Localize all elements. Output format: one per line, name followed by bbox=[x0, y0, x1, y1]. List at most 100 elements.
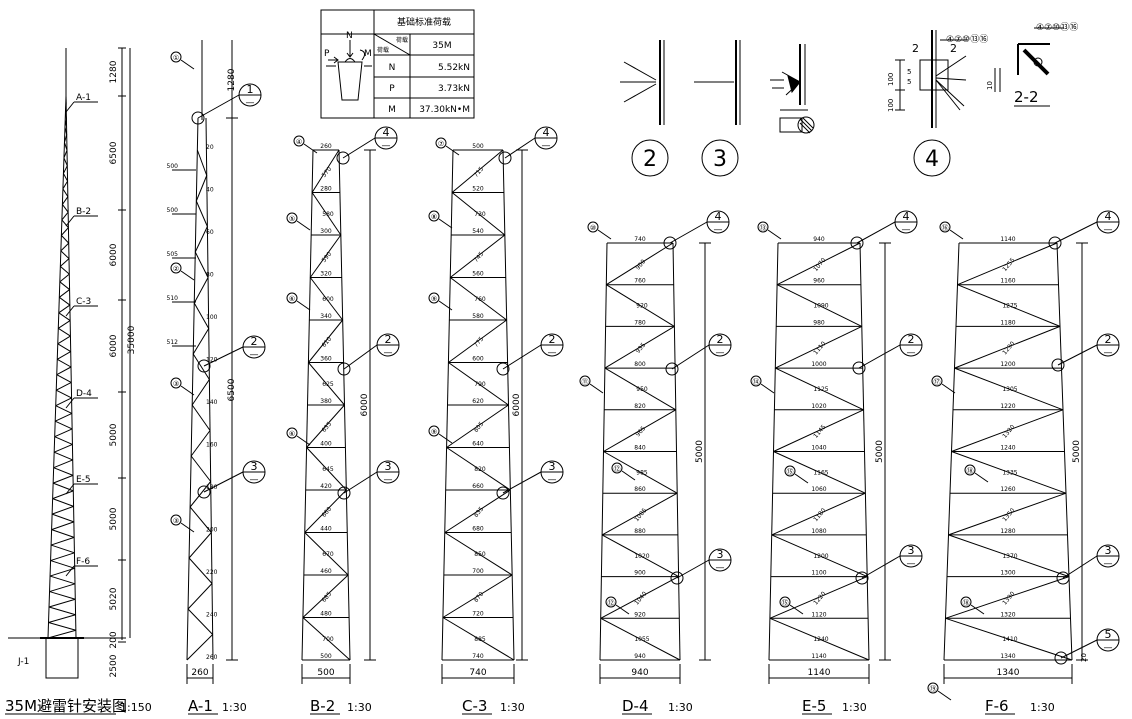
diagonal-member bbox=[446, 404, 509, 448]
part-tag-circle bbox=[293, 135, 305, 147]
part-tag-circle bbox=[170, 377, 182, 389]
detail-marker: 4— bbox=[894, 210, 918, 235]
a1-lacing bbox=[188, 532, 212, 559]
a1-right-chord bbox=[205, 117, 214, 661]
detail-marker-number: 2 bbox=[385, 333, 392, 346]
part-tag-leader bbox=[615, 604, 630, 615]
part-tag-number: ⑫ bbox=[614, 465, 621, 473]
detail-3-sketch: 3 bbox=[694, 40, 741, 177]
a1-lacing bbox=[195, 175, 208, 202]
width-label: 440 bbox=[320, 526, 332, 533]
overview-lacing bbox=[64, 119, 67, 128]
diagonal-member bbox=[601, 492, 678, 536]
overview-total-dim: 35000 bbox=[127, 325, 137, 354]
detail-marker-number: 3 bbox=[251, 460, 258, 473]
detail-marker: 1— bbox=[238, 83, 262, 108]
part-tag-circle bbox=[757, 221, 769, 233]
overview-lacing bbox=[49, 567, 75, 577]
part-tag-circle bbox=[927, 682, 939, 694]
elevation-panel-b-2: 2602803003203403603804004204404604805005… bbox=[286, 126, 400, 715]
part-tag-number: ⑫ bbox=[608, 599, 615, 607]
detail-marker-dash: — bbox=[907, 559, 916, 569]
overview-section-label: A-1 bbox=[76, 93, 91, 103]
part-tag: ⑰ bbox=[931, 375, 943, 387]
part-tag-number: ⑰ bbox=[934, 378, 941, 386]
width-label: 1320 bbox=[1000, 611, 1015, 618]
f6-small-dim: 20 bbox=[1080, 653, 1088, 662]
overview-lacing bbox=[59, 289, 70, 298]
diagonal-member bbox=[948, 492, 1067, 536]
detail-marker: 4— bbox=[706, 210, 730, 235]
overview-section-label: B-2 bbox=[76, 207, 91, 217]
overview-lacing bbox=[63, 142, 68, 151]
part-tag: ① bbox=[170, 51, 182, 63]
a1-lacing bbox=[189, 506, 212, 533]
overview-lacing bbox=[48, 606, 76, 616]
diagonal-label: 920 bbox=[636, 303, 648, 310]
a1-lacing bbox=[187, 608, 214, 635]
marker-leader bbox=[343, 344, 378, 370]
detail-marker-dash: — bbox=[548, 475, 557, 485]
detail-2-label: 2 bbox=[643, 147, 657, 172]
detail-marker: 4— bbox=[534, 126, 558, 151]
base-dim-label: 1340 bbox=[997, 668, 1020, 678]
marker-leader bbox=[671, 344, 710, 370]
width-label: 1080 bbox=[811, 528, 826, 535]
part-tag-number: ⑱ bbox=[963, 599, 970, 607]
a1-width-label: 200 bbox=[206, 527, 218, 534]
overview-section-label: E-5 bbox=[76, 475, 91, 485]
part-tag-leader bbox=[296, 435, 311, 446]
diagonal-label: 1370 bbox=[1002, 553, 1017, 560]
a1-lacing bbox=[195, 200, 208, 227]
width-label: 740 bbox=[634, 236, 646, 243]
elevation-title: C-3 bbox=[462, 697, 487, 715]
diagonal-label: 1040 bbox=[633, 590, 648, 606]
a1-width-label: 40 bbox=[206, 187, 214, 194]
part-tag-number: ③ bbox=[173, 380, 179, 388]
width-label: 460 bbox=[320, 568, 332, 575]
diagonal-member bbox=[954, 325, 1061, 369]
width-label: 840 bbox=[634, 445, 646, 452]
diagonal-member bbox=[442, 617, 515, 661]
width-label: 540 bbox=[472, 228, 484, 235]
part-tag-number: ① bbox=[173, 54, 179, 62]
width-label: 1280 bbox=[1000, 528, 1015, 535]
width-label: 260 bbox=[320, 143, 332, 150]
width-label: 1020 bbox=[811, 403, 826, 410]
detail-4-dim: 100 bbox=[887, 73, 895, 86]
overview-lacing bbox=[50, 536, 75, 546]
diagonal-label: 625 bbox=[322, 381, 334, 388]
detail-marker-number: 4 bbox=[543, 126, 550, 139]
detail-ref-circle bbox=[1054, 651, 1068, 665]
diagonal-member bbox=[604, 367, 677, 411]
diagonal-member bbox=[449, 234, 506, 278]
load-table-corner-top: 荷载 bbox=[396, 36, 408, 44]
overview-lacing bbox=[49, 591, 76, 600]
marker-leader bbox=[1062, 555, 1098, 579]
overview-lacing bbox=[56, 374, 72, 383]
a1-width-label: 80 bbox=[206, 272, 214, 279]
base-dim-label: 740 bbox=[469, 668, 486, 678]
part-tag: ⑨ bbox=[428, 292, 440, 304]
detail-marker-dash: — bbox=[384, 348, 393, 358]
detail-3-label: 3 bbox=[713, 147, 727, 172]
load-table-row-value: 5.52kN bbox=[438, 63, 470, 73]
width-label: 1260 bbox=[1000, 486, 1015, 493]
part-tag-leader bbox=[597, 229, 612, 240]
marker-leader bbox=[502, 344, 542, 370]
load-table-row-value: 3.73kN bbox=[438, 84, 470, 94]
overview-lacing bbox=[47, 629, 76, 639]
detail-marker: 3— bbox=[540, 460, 564, 485]
diagonal-label: 760 bbox=[474, 296, 486, 303]
width-label: 520 bbox=[472, 186, 484, 193]
part-tag: ③ bbox=[170, 514, 182, 526]
a1-lacing bbox=[186, 634, 214, 661]
diagonal-member bbox=[444, 489, 511, 533]
part-tag-circle bbox=[170, 262, 182, 274]
part-tag-leader bbox=[589, 383, 604, 394]
part-tag-circle bbox=[286, 212, 298, 224]
a1-lacing bbox=[194, 226, 208, 253]
part-tag-leader bbox=[445, 145, 460, 156]
diagonal-member bbox=[309, 234, 342, 278]
